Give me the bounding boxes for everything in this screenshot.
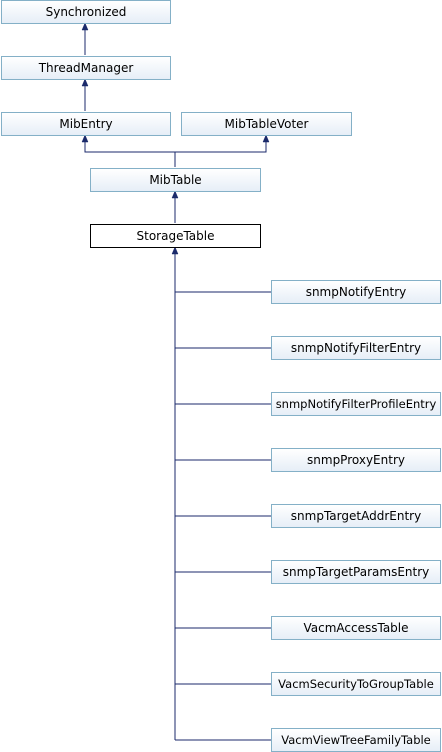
class-node-snmptargetparamsentry[interactable]: snmpTargetParamsEntry xyxy=(271,560,441,584)
class-node-snmptargetaddrentry[interactable]: snmpTargetAddrEntry xyxy=(271,504,441,528)
arrowhead-threadmanager xyxy=(81,78,89,87)
class-node-mibentry[interactable]: MibEntry xyxy=(1,112,171,136)
arrowhead-mibtable xyxy=(171,190,179,199)
arrowhead-mibentry xyxy=(81,134,89,143)
class-node-vacmsecuritytogrouptable[interactable]: VacmSecurityToGroupTable xyxy=(271,672,441,696)
class-node-snmpproxyentry[interactable]: snmpProxyEntry xyxy=(271,448,441,472)
class-node-mibtable[interactable]: MibTable xyxy=(90,168,261,192)
arrowhead-mibtablevoter xyxy=(262,134,270,143)
class-node-storagetable[interactable]: StorageTable xyxy=(90,224,261,248)
arrowhead-storagetable xyxy=(171,246,179,255)
class-node-vacmviewtreefamilytable[interactable]: VacmViewTreeFamilyTable xyxy=(271,728,441,752)
class-node-snmpnotifyfilterentry[interactable]: snmpNotifyFilterEntry xyxy=(271,336,441,360)
class-node-snmpnotifyfilterprofileentry[interactable]: snmpNotifyFilterProfileEntry xyxy=(271,392,441,416)
class-node-mibtablevoter[interactable]: MibTableVoter xyxy=(181,112,352,136)
edge-mibtable-mibtablevoter xyxy=(175,141,267,153)
class-node-vacmaccesstable[interactable]: VacmAccessTable xyxy=(271,616,441,640)
arrowhead-synchronized xyxy=(81,22,89,31)
class-node-snmpnotifyentry[interactable]: snmpNotifyEntry xyxy=(271,280,441,304)
class-node-synchronized[interactable]: Synchronized xyxy=(1,0,171,24)
edge-mibtable-mibentry xyxy=(84,141,176,167)
class-node-threadmanager[interactable]: ThreadManager xyxy=(1,56,171,80)
